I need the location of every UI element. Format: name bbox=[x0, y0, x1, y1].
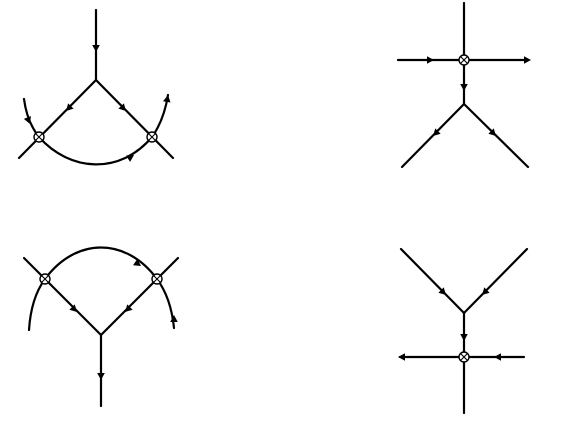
line-right-leg bbox=[462, 247, 529, 315]
vertex-left bbox=[33, 131, 45, 143]
vertex-center bbox=[458, 351, 470, 363]
line-left-leg bbox=[400, 102, 466, 169]
panel-bottom-left bbox=[22, 246, 180, 408]
arrow-stem bbox=[92, 45, 100, 52]
line-right-branch bbox=[99, 256, 180, 337]
line-left-branch bbox=[17, 78, 98, 160]
vertex-right bbox=[146, 131, 158, 143]
arrow-stem-down bbox=[460, 84, 468, 91]
arrow-horizontal-out bbox=[398, 353, 405, 361]
vertex-right bbox=[151, 273, 163, 285]
arrow-horizontal-in bbox=[494, 353, 501, 361]
arrow-horizontal-in bbox=[427, 56, 434, 64]
vertex-center bbox=[458, 54, 470, 66]
arrow-stem-down bbox=[460, 334, 468, 341]
arc-left-tail bbox=[27, 277, 47, 332]
line-left-leg bbox=[399, 247, 466, 315]
panel-top-right bbox=[396, 1, 531, 169]
line-left-branch bbox=[22, 256, 103, 337]
panel-top-left bbox=[17, 8, 175, 166]
line-right-branch bbox=[94, 78, 175, 160]
arc-upper bbox=[43, 246, 159, 281]
arc-lower bbox=[37, 135, 154, 166]
arrow-horizontal-out bbox=[524, 56, 531, 64]
panel-bottom-right bbox=[398, 247, 529, 415]
arrow-stem-down bbox=[97, 373, 105, 380]
line-right-leg bbox=[462, 102, 530, 169]
vertex-left bbox=[39, 273, 51, 285]
